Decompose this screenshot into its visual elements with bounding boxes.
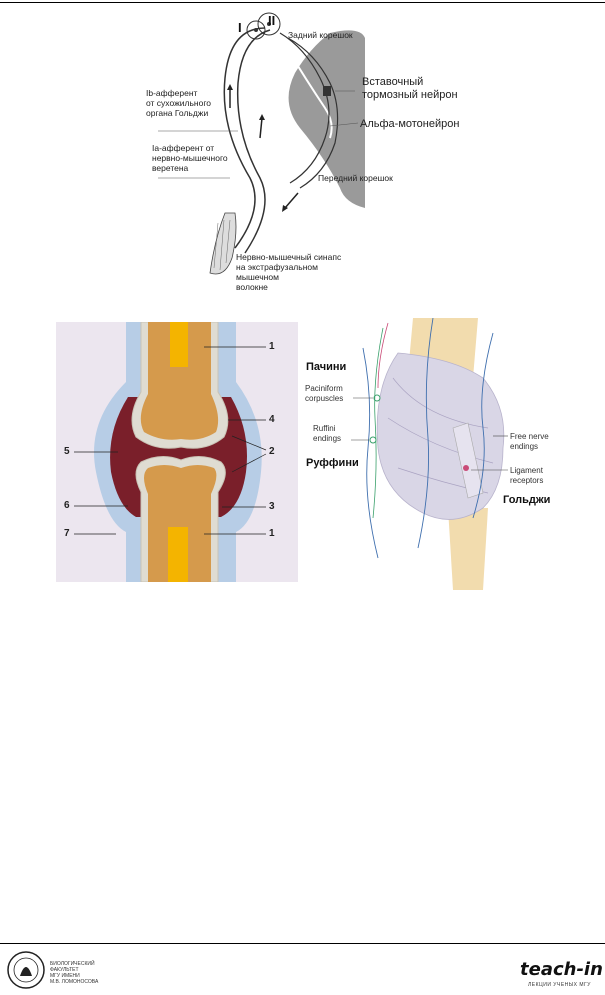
afferent-ii-label: II — [268, 13, 276, 28]
paciniform-label: Paciniform corpuscles — [305, 384, 344, 403]
ib-afferent-label: Ib-афферент от сухожильного органа Гольд… — [146, 88, 211, 118]
posterior-root-label: Задний корешок — [288, 30, 353, 40]
knee-receptors-drawing — [351, 317, 508, 590]
ligament-receptors-label: Ligament receptors — [510, 466, 544, 485]
joint-section-figure: 1 4 2 5 3 6 7 1 — [56, 321, 298, 583]
joint-section-drawing — [56, 321, 298, 583]
golgi-ru-label: Гольджи — [503, 494, 551, 506]
free-nerve-endings-label: Free nerve endings — [510, 432, 549, 451]
anterior-root-label: Передний корешок — [318, 173, 393, 183]
bottom-rule — [0, 943, 605, 944]
reflex-arc-figure: I II Задний корешок Вставочный тормозный… — [130, 8, 460, 293]
ia-afferent-label: Ia-афферент от нервно-мышечного веретена — [152, 143, 228, 173]
teach-in-subtitle: ЛЕКЦИИ УЧЕНЫХ МГУ — [528, 982, 591, 988]
joint-label-4: 4 — [269, 414, 275, 425]
alpha-motoneuron-label: Альфа-мотонейрон — [360, 118, 460, 130]
msu-biology-logo-text: БИОЛОГИЧЕСКИЙ ФАКУЛЬТЕТ МГУ ИМЕНИ М.В. Л… — [50, 961, 99, 985]
interneuron-label: Вставочный тормозный нейрон — [362, 76, 458, 101]
joint-label-1-bottom: 1 — [269, 528, 275, 539]
afferent-i-label: I — [238, 20, 242, 35]
joint-label-2: 2 — [269, 446, 275, 457]
ruffini-ru-label: Руффини — [306, 457, 359, 469]
joint-label-3: 3 — [269, 501, 275, 512]
joint-label-1-top: 1 — [269, 341, 275, 352]
joint-label-7: 7 — [64, 528, 70, 539]
pacini-ru-label: Пачини — [306, 361, 347, 373]
synapse-label: Нервно-мышечный синапс на экстрафузально… — [236, 252, 342, 292]
knee-receptors-figure: Пачини Paciniform corpuscles Ruffini end… — [303, 317, 555, 590]
reflex-arc-drawing — [158, 12, 365, 275]
joint-label-6: 6 — [64, 500, 70, 511]
joint-label-5: 5 — [64, 446, 70, 457]
top-rule — [0, 2, 605, 3]
teach-in-logo: teach-in — [520, 959, 603, 980]
msu-biology-logo — [7, 951, 45, 989]
ruffini-en-label: Ruffini endings — [313, 424, 342, 443]
